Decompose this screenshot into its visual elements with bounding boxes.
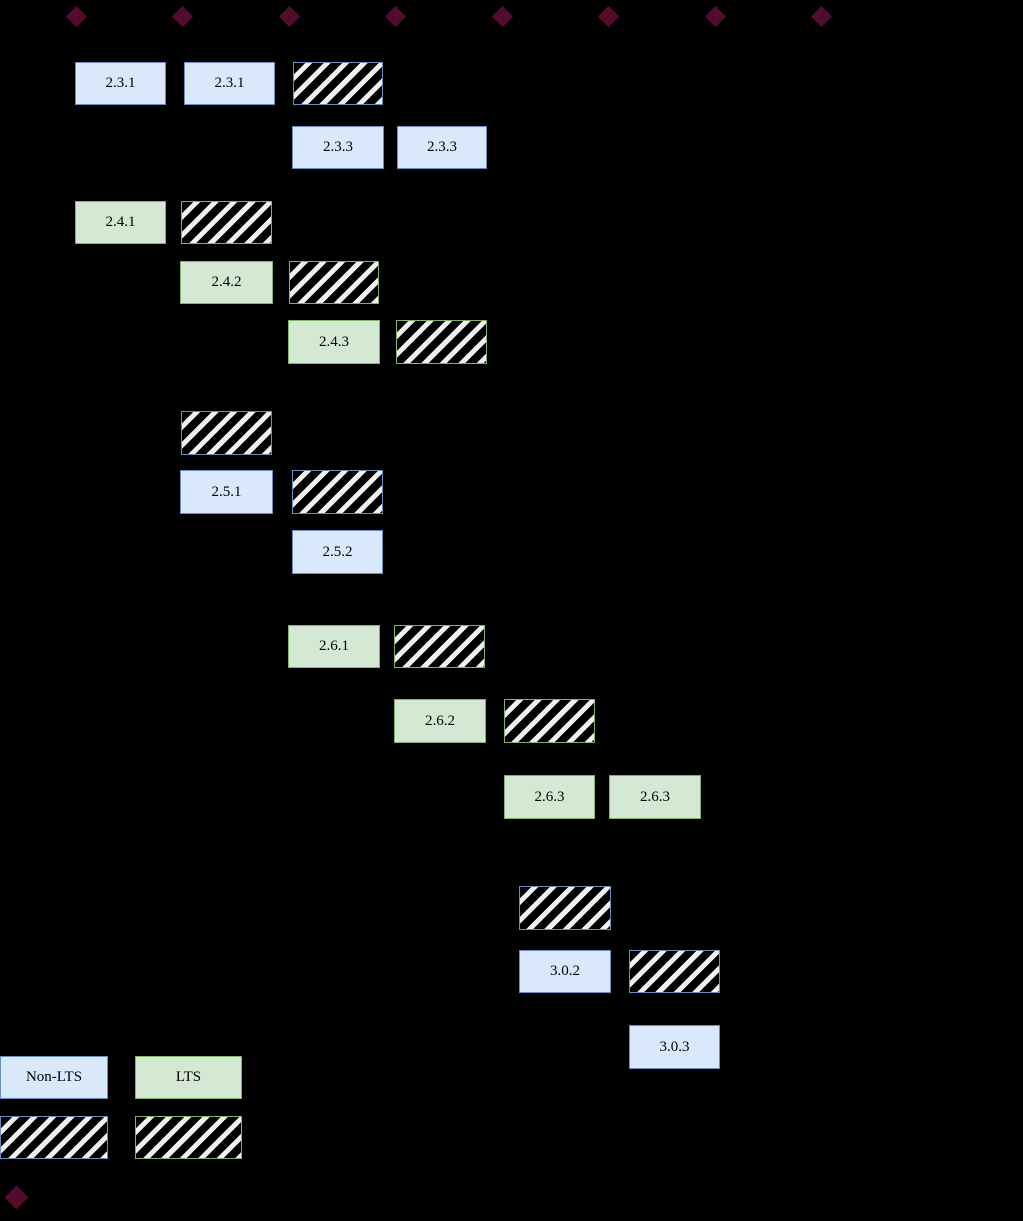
legend-item-hatched xyxy=(135,1116,242,1159)
legend-milestone-diamond xyxy=(3,1184,29,1210)
version-bar: 2.3.1 xyxy=(184,62,275,105)
version-bar: 2.3.1 xyxy=(75,62,166,105)
version-bar: 2.5.2 xyxy=(292,530,383,574)
version-bar-hatched xyxy=(293,62,383,105)
version-bar-label: 3.0.3 xyxy=(659,1038,690,1055)
timeline-milestone-diamond xyxy=(278,5,300,27)
version-bar-hatched xyxy=(289,261,379,304)
version-bar: 2.6.3 xyxy=(504,775,595,819)
version-bar-label: 2.3.1 xyxy=(105,75,136,91)
timeline-milestone-diamond xyxy=(384,5,406,27)
version-bar: 2.4.2 xyxy=(180,261,273,304)
version-bar: 2.6.3 xyxy=(609,775,701,819)
legend-item-label: LTS xyxy=(175,1069,202,1085)
legend-item: LTS xyxy=(135,1056,242,1099)
version-bar-hatched xyxy=(181,201,272,244)
timeline-milestone-diamond xyxy=(597,5,619,27)
version-bar: 3.0.3 xyxy=(629,1025,720,1069)
legend-item-hatched xyxy=(0,1116,108,1159)
timeline-milestone-diamond xyxy=(810,5,832,27)
version-bar-label: 2.6.3 xyxy=(640,788,670,805)
version-bar-hatched xyxy=(181,411,272,455)
version-bar-label: 3.0.2 xyxy=(550,963,580,979)
version-bar-label: 2.3.3 xyxy=(427,139,457,155)
version-bar-label: 2.4.3 xyxy=(319,333,349,350)
version-bar-hatched xyxy=(292,470,383,514)
version-bar-label: 2.6.3 xyxy=(534,788,565,805)
version-bar: 2.4.1 xyxy=(75,201,166,244)
version-bar-hatched xyxy=(394,625,485,668)
version-bar: 3.0.2 xyxy=(519,950,611,993)
legend-item-label: Non-LTS xyxy=(25,1069,83,1085)
version-bar-label: 2.5.2 xyxy=(322,543,353,560)
version-bar-hatched xyxy=(396,320,487,364)
version-bar-label: 2.5.1 xyxy=(211,483,242,500)
legend-item: Non-LTS xyxy=(0,1056,108,1099)
version-bar: 2.3.3 xyxy=(292,126,384,169)
timeline-milestone-diamond xyxy=(704,5,726,27)
version-bar-hatched xyxy=(629,950,720,993)
version-bar: 2.5.1 xyxy=(180,470,273,514)
version-bar-label: 2.3.1 xyxy=(214,75,245,91)
version-bar-hatched xyxy=(504,699,595,743)
version-bar: 2.6.1 xyxy=(288,625,380,668)
timeline-milestone-diamond xyxy=(491,5,513,27)
version-bar-hatched xyxy=(519,886,611,930)
version-bar: 2.6.2 xyxy=(394,699,486,743)
timeline-milestone-diamond xyxy=(65,5,87,27)
version-bar: 2.3.3 xyxy=(397,126,487,169)
version-bar-label: 2.4.1 xyxy=(105,214,136,230)
version-bar: 2.4.3 xyxy=(288,320,380,364)
timeline-milestone-diamond xyxy=(171,5,193,27)
version-bar-label: 2.4.2 xyxy=(211,274,242,290)
version-bar-label: 2.6.2 xyxy=(425,712,455,729)
version-bar-label: 2.3.3 xyxy=(323,139,353,155)
version-bar-label: 2.6.1 xyxy=(319,638,349,654)
